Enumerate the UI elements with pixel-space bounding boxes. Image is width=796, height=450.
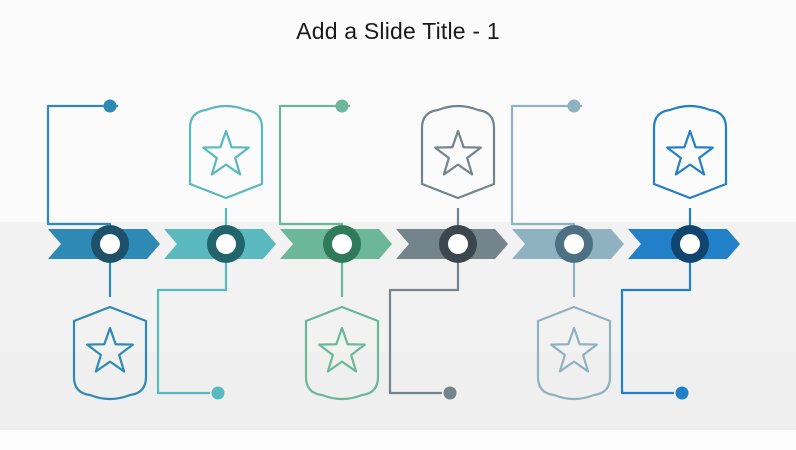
badge-outline — [72, 305, 148, 401]
node-ring-inner — [216, 234, 236, 254]
connector-endpoint-dot-step-6 — [675, 386, 689, 400]
slide-title[interactable]: Add a Slide Title - 1 — [296, 18, 500, 44]
connector-step-3 — [278, 104, 350, 244]
badge-step-3[interactable] — [304, 305, 380, 401]
connector-endpoint-dot-step-1 — [103, 99, 117, 113]
badge-outline — [420, 104, 496, 200]
connector-step-5 — [510, 104, 582, 244]
star-icon — [666, 129, 714, 176]
node-step-5[interactable] — [555, 225, 593, 263]
badge-outline — [304, 305, 380, 401]
badge-step-1[interactable] — [72, 305, 148, 401]
star-icon — [318, 326, 366, 373]
node-ring-inner — [332, 234, 352, 254]
node-step-2[interactable] — [207, 225, 245, 263]
star-icon — [86, 326, 134, 373]
background-band-bottom — [0, 430, 796, 450]
star-icon — [550, 326, 598, 373]
badge-step-6[interactable] — [652, 104, 728, 200]
connector-step-2 — [156, 244, 228, 395]
node-step-4[interactable] — [439, 225, 477, 263]
star-icon — [202, 129, 250, 176]
star-icon — [434, 129, 482, 176]
badge-outline — [188, 104, 264, 200]
connector-step-1 — [46, 104, 118, 244]
node-step-1[interactable] — [91, 225, 129, 263]
connector-step-6 — [620, 244, 692, 395]
node-ring-inner — [564, 234, 584, 254]
connector-endpoint-dot-step-5 — [567, 99, 581, 113]
node-step-3[interactable] — [323, 225, 361, 263]
node-ring-inner — [680, 234, 700, 254]
badge-step-2[interactable] — [188, 104, 264, 200]
node-step-6[interactable] — [671, 225, 709, 263]
nodes-layer — [91, 225, 709, 263]
node-ring-inner — [448, 234, 468, 254]
chevrons-layer — [48, 229, 740, 259]
connector-step-4 — [388, 244, 460, 395]
badge-outline — [536, 305, 612, 401]
connector-endpoint-dot-step-2 — [211, 386, 225, 400]
badge-step-4[interactable] — [420, 104, 496, 200]
badges-layer — [72, 104, 728, 401]
background-band-lower — [0, 352, 796, 430]
badge-outline — [652, 104, 728, 200]
node-ring-inner — [100, 234, 120, 254]
connector-endpoint-dot-step-4 — [443, 386, 457, 400]
badge-step-5[interactable] — [536, 305, 612, 401]
connector-endpoint-dot-step-3 — [335, 99, 349, 113]
